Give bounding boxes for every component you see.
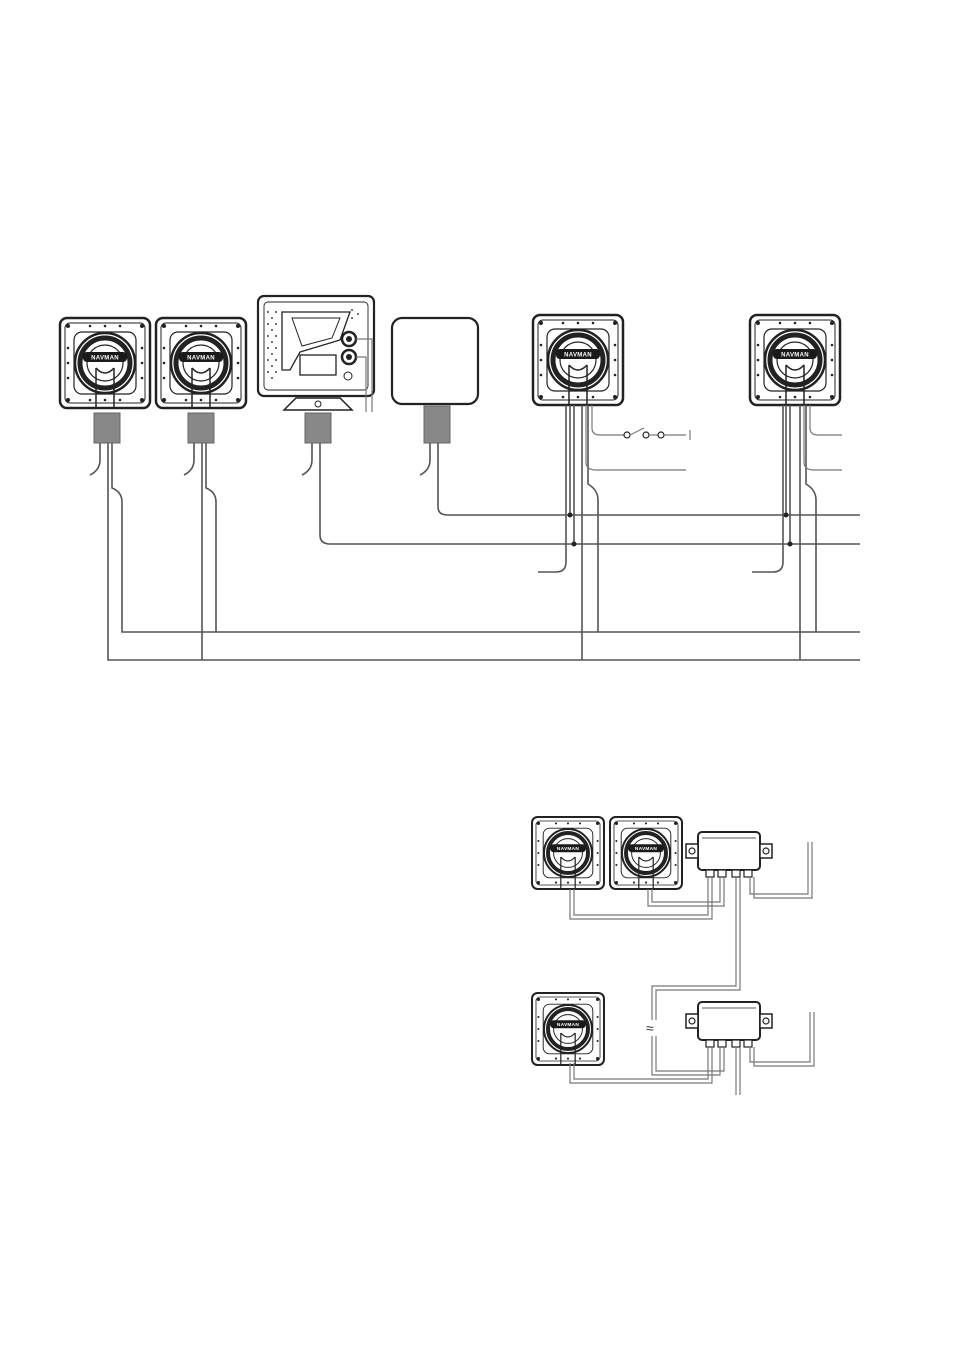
instrument-2: NAVMAN	[156, 318, 246, 408]
instrument-6: NAVMAN	[610, 817, 682, 889]
brand-logo: NAVMAN	[557, 1022, 579, 1028]
cable-sleeve	[305, 413, 331, 443]
instrument-7: NAVMAN	[532, 993, 604, 1065]
brand-logo: NAVMAN	[187, 356, 215, 362]
brand-logo: NAVMAN	[635, 846, 657, 852]
cable-sleeve	[424, 406, 450, 443]
top-wiring	[90, 405, 860, 660]
instrument-3: NAVMAN	[533, 315, 623, 405]
instrument-4: NAVMAN	[750, 315, 840, 405]
brand-logo: NAVMAN	[91, 356, 119, 362]
junction-box-1	[686, 832, 772, 877]
instrument-5: NAVMAN	[532, 817, 604, 889]
bottom-wiring: ≈	[570, 842, 814, 1095]
chartplotter	[258, 296, 374, 412]
cable-break-symbol: ≈	[646, 1020, 654, 1036]
brand-logo: NAVMAN	[781, 353, 809, 359]
cable-sleeve	[188, 413, 214, 443]
instrument-1: NAVMAN	[60, 318, 150, 408]
junction-box-2	[686, 1002, 772, 1047]
brand-logo: NAVMAN	[564, 353, 592, 359]
brand-logo: NAVMAN	[557, 846, 579, 852]
cable-sleeve	[94, 413, 120, 443]
black-box	[392, 318, 478, 404]
